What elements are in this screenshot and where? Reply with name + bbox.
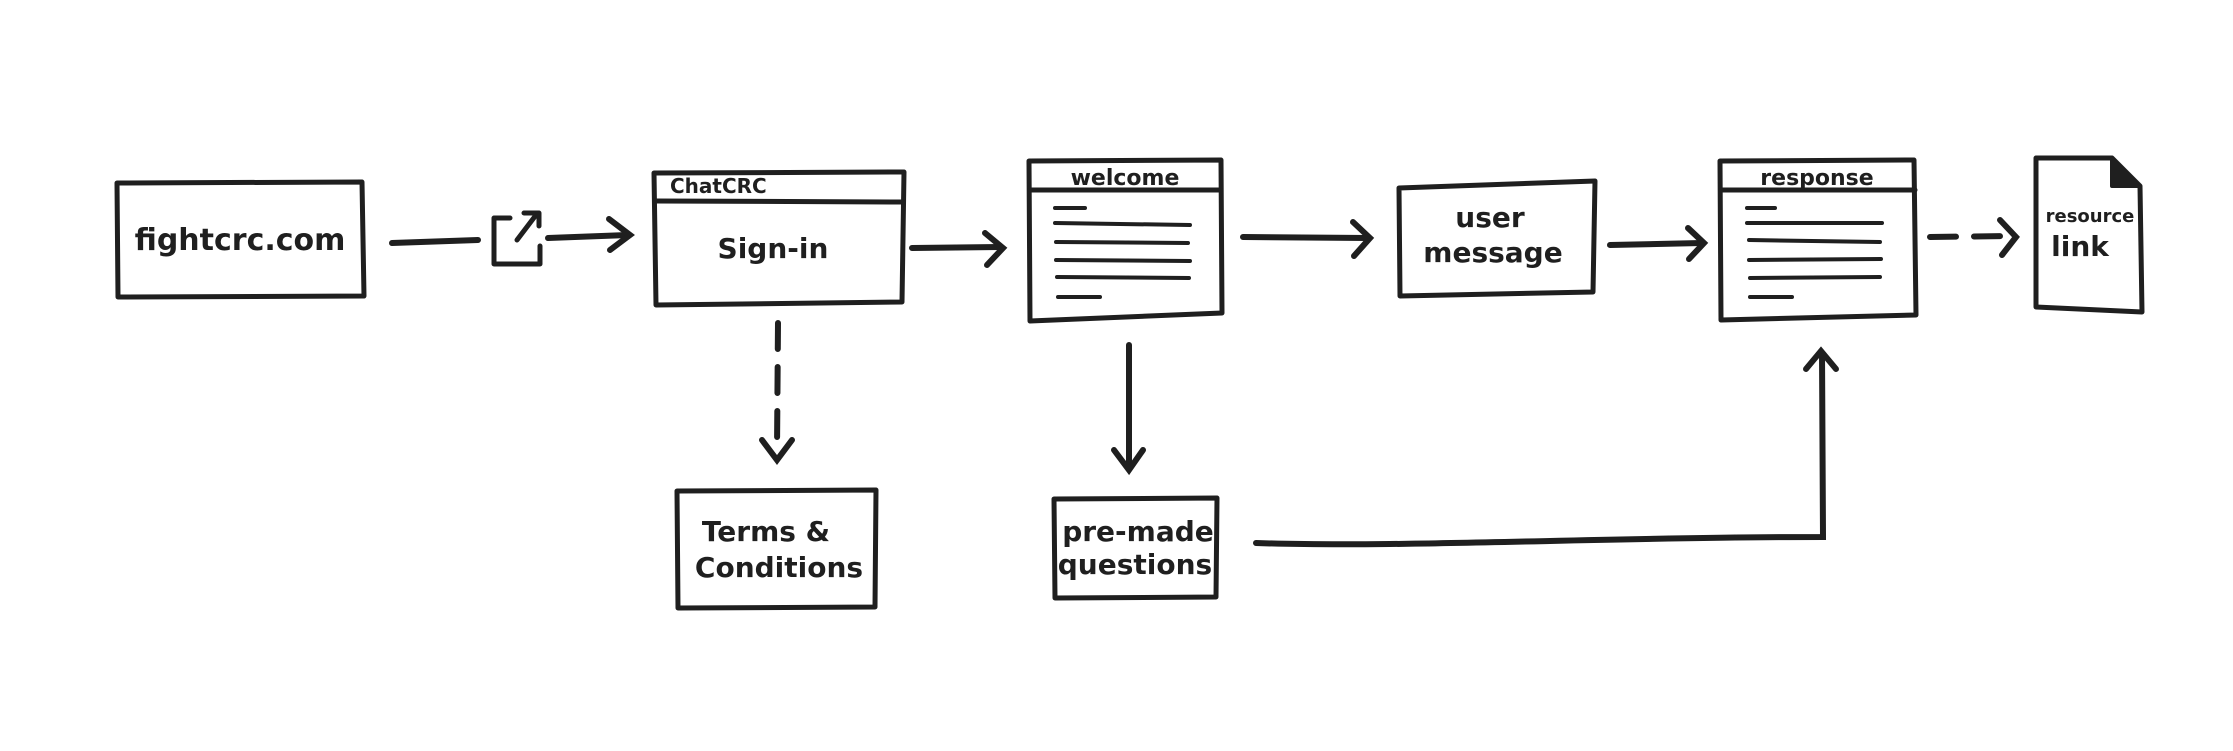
resource-line2: link	[2051, 230, 2110, 263]
external-link-icon	[491, 210, 543, 267]
user-message-line2: message	[1423, 236, 1562, 269]
arrow-signin-to-welcome	[909, 230, 1008, 268]
terms-line1: Terms &	[702, 515, 830, 548]
response-node: response	[1717, 157, 1919, 323]
premade-line1: pre-made	[1062, 515, 1214, 548]
welcome-header: welcome	[1071, 166, 1180, 191]
site-label: fightcrc.com	[135, 223, 346, 258]
terms-node: Terms & Conditions	[674, 487, 879, 611]
arrow-link-to-signin	[545, 216, 635, 253]
arrow-response-to-resource	[1927, 217, 2020, 258]
resource-line1: resource	[2046, 206, 2135, 227]
premade-node: pre-made questions	[1051, 495, 1220, 601]
document-fold-icon	[2110, 156, 2142, 188]
signin-label: Sign-in	[718, 232, 829, 265]
welcome-node: welcome	[1026, 157, 1225, 324]
user-message-line1: user	[1455, 201, 1525, 234]
signin-header: ChatCRC	[670, 174, 767, 198]
premade-line2: questions	[1058, 548, 1212, 581]
welcome-content-lines	[1053, 206, 1192, 299]
resource-node: resource link	[2033, 155, 2145, 315]
terms-line2: Conditions	[695, 551, 863, 584]
arrow-message-to-response	[1607, 225, 1709, 262]
user-message-node: user message	[1396, 178, 1598, 299]
response-content-lines	[1745, 206, 1884, 299]
response-header: response	[1760, 166, 1873, 191]
arrow-premade-to-response	[1253, 346, 1839, 548]
arrow-welcome-to-premade	[1111, 342, 1146, 476]
signin-node: ChatCRC Sign-in	[651, 169, 907, 308]
site-node: fightcrc.com	[114, 179, 367, 300]
arrow-site-to-link	[389, 237, 481, 246]
arrow-signin-to-terms	[759, 320, 795, 465]
arrow-welcome-to-message	[1240, 219, 1375, 259]
